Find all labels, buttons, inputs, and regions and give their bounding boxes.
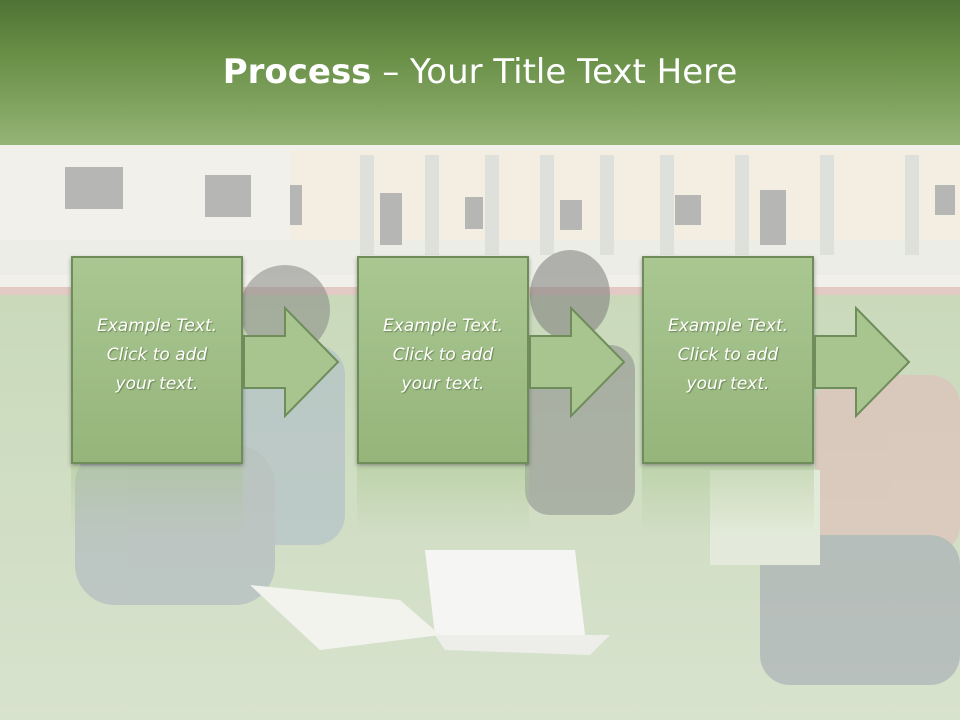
step-3-line-2: Click to add — [677, 344, 779, 365]
arrow-right-icon — [529, 306, 626, 418]
step-2-reflection — [357, 466, 529, 536]
step-1-line-2: Click to add — [106, 344, 208, 365]
process-step-3[interactable]: Example Text. Click to add your text. — [642, 256, 814, 464]
title-rest: – Your Title Text Here — [371, 52, 738, 92]
arrow-right-icon — [243, 306, 340, 418]
step-2-line-2: Click to add — [392, 344, 494, 365]
step-3-reflection — [642, 466, 814, 536]
step-2-text[interactable]: Example Text. Click to add your text. — [368, 312, 518, 399]
step-3-line-1: Example Text. — [667, 315, 789, 336]
step-1-text[interactable]: Example Text. Click to add your text. — [82, 312, 232, 399]
step-1-line-3: your text. — [115, 373, 199, 394]
step-1-reflection — [71, 466, 243, 536]
process-step-1[interactable]: Example Text. Click to add your text. — [71, 256, 243, 464]
step-3-line-3: your text. — [686, 373, 770, 394]
title-bold: Process — [222, 52, 372, 92]
step-3-text[interactable]: Example Text. Click to add your text. — [653, 312, 803, 399]
arrow-right-icon — [814, 306, 911, 418]
title-banner: Process – Your Title Text Here — [0, 0, 960, 145]
slide-title[interactable]: Process – Your Title Text Here — [0, 52, 960, 92]
step-2-line-3: your text. — [401, 373, 485, 394]
step-1-line-1: Example Text. — [96, 315, 218, 336]
process-step-2[interactable]: Example Text. Click to add your text. — [357, 256, 529, 464]
step-2-line-1: Example Text. — [382, 315, 504, 336]
